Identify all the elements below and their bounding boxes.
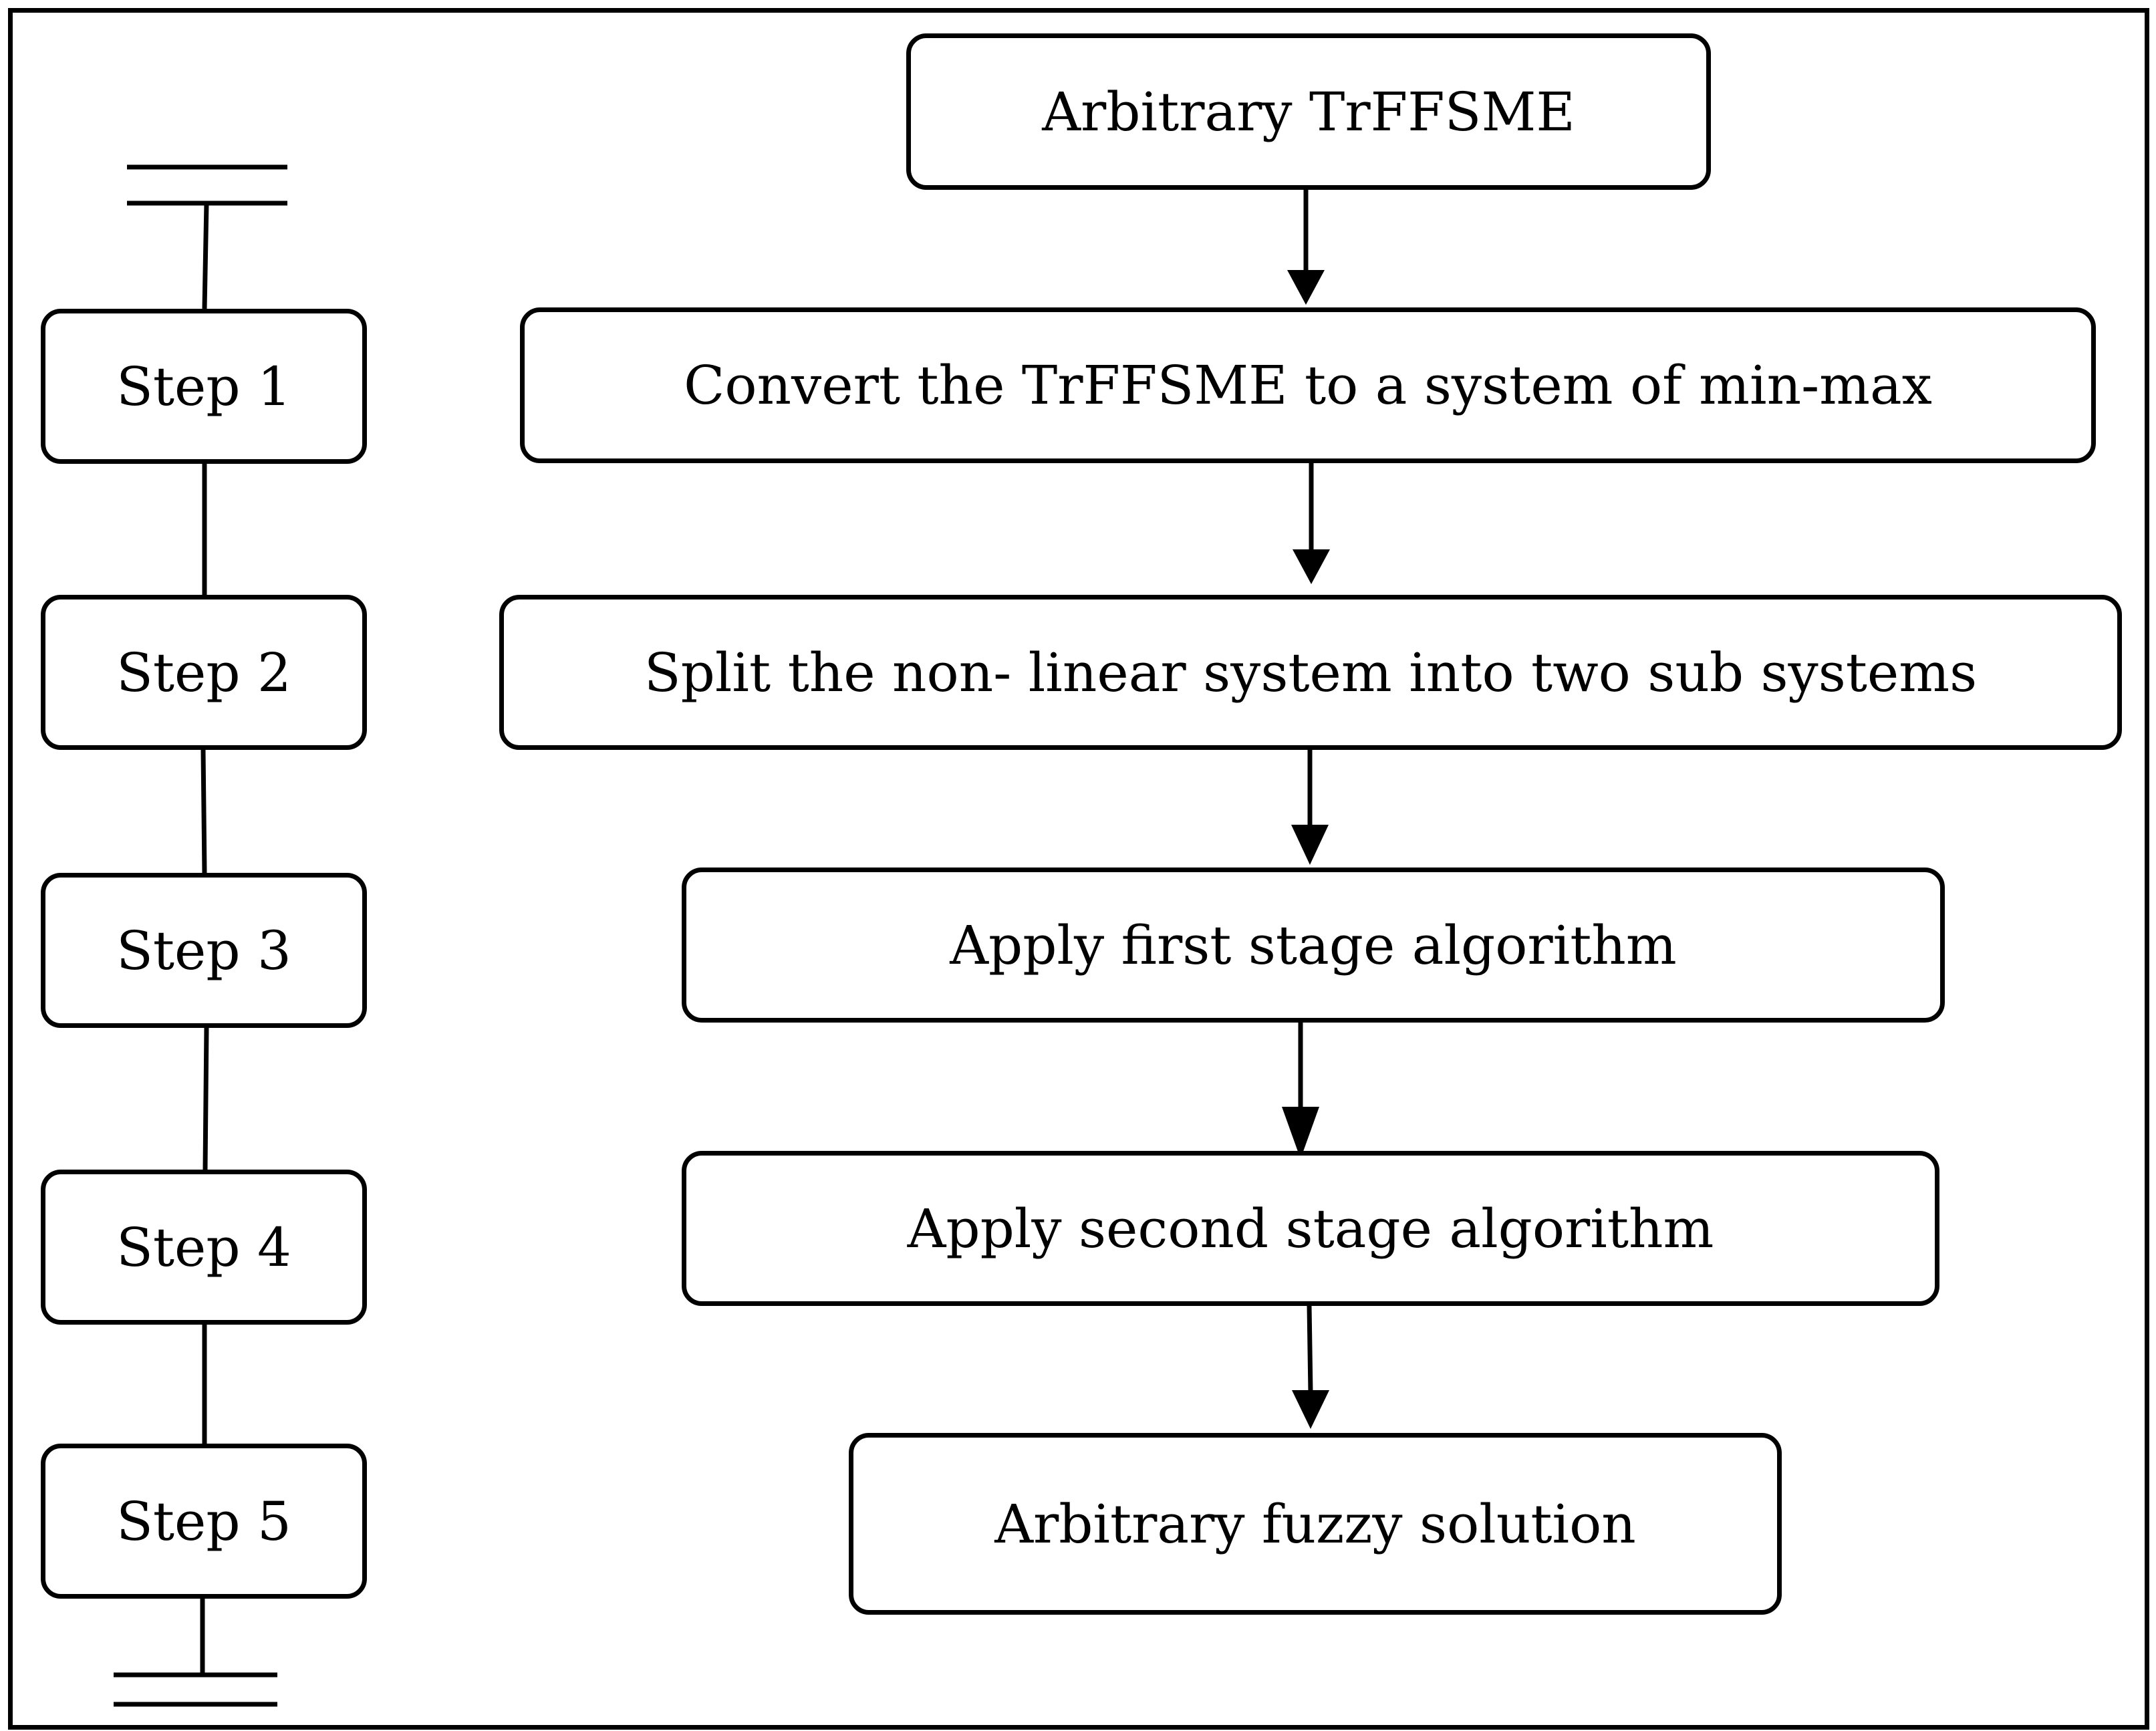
step-1-box: Step 1: [41, 309, 367, 464]
arrowhead: [1293, 549, 1330, 584]
step-spine: [200, 749, 207, 874]
stage-convert-box: Convert the TrFFSME to a system of min-m…: [520, 307, 2096, 463]
stage-first-algorithm-box: Apply first stage algorithm: [682, 868, 1945, 1023]
stage-second-algorithm-box: Apply second stage algorithm: [682, 1151, 1939, 1306]
arrowhead: [1282, 1107, 1319, 1159]
step-spine: [203, 1027, 209, 1170]
step-5-box: Step 5: [41, 1444, 367, 1599]
step-spine: [202, 203, 209, 309]
flow-arrow: [1307, 1305, 1313, 1393]
step-3-box: Step 3: [41, 873, 367, 1028]
arrowhead: [1291, 825, 1329, 865]
arrowhead: [1292, 1390, 1329, 1429]
arrowhead: [1287, 270, 1325, 305]
stage-split-box: Split the non- linear system into two su…: [499, 595, 2122, 750]
end-box: Arbitrary fuzzy solution: [849, 1433, 1782, 1615]
diagram-frame: [8, 8, 2149, 1730]
step-2-box: Step 2: [41, 595, 367, 750]
step-4-box: Step 4: [41, 1170, 367, 1325]
start-box: Arbitrary TrFFSME: [906, 33, 1711, 190]
